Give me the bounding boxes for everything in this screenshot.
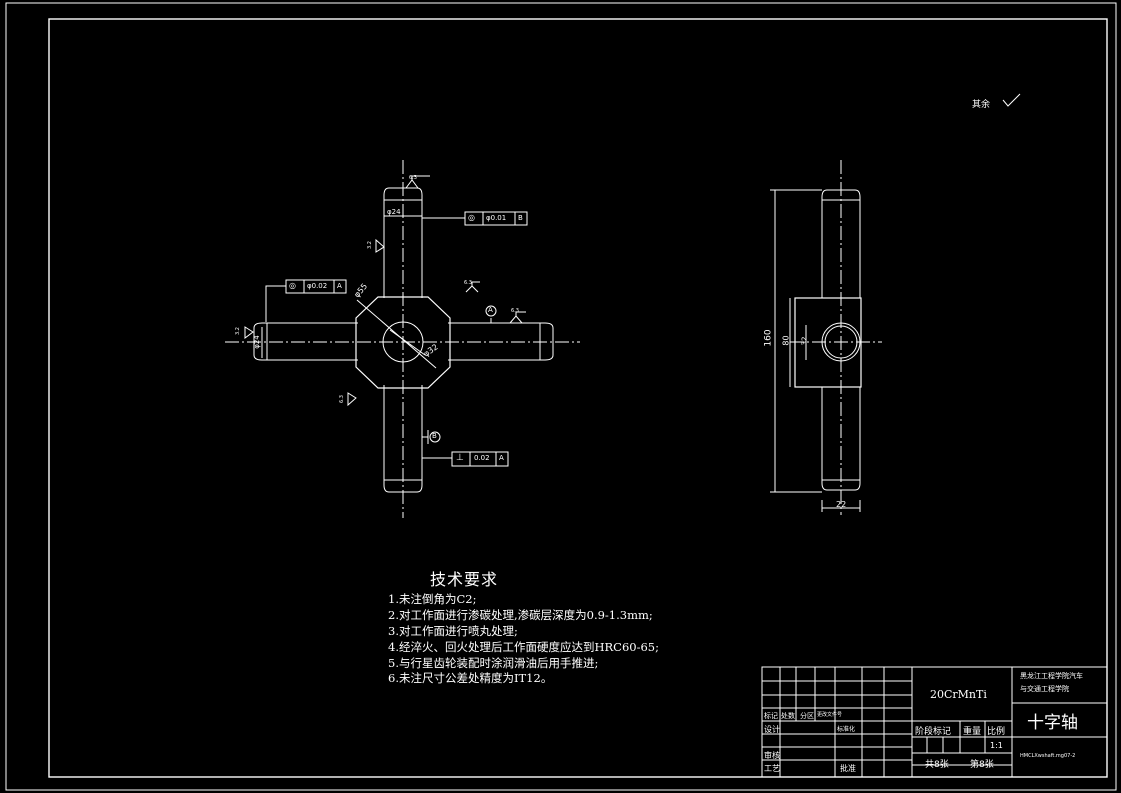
outer-border: [5, 2, 1117, 791]
mark-header: 标记: [764, 712, 778, 720]
tol-bottom-symbol: ⊥: [456, 453, 464, 463]
datum-b-label: B: [432, 432, 437, 440]
roughness-value: 6.3: [409, 175, 417, 181]
tol-top-datum: B: [518, 214, 523, 222]
tech-req-item: 2.对工作面进行渗碳处理,渗碳层深度为0.9-1.3mm;: [388, 608, 653, 622]
tol-top-symbol: ◎: [468, 213, 475, 222]
dim-hole: 32: [800, 336, 809, 346]
material-label: 20CrMnTi: [930, 688, 987, 701]
ratio-header: 比例: [987, 727, 1006, 737]
tech-req-item: 4.经淬火、回火处理后工作面硬度应达到HRC60-65;: [388, 640, 659, 654]
tol-left-datum: A: [337, 282, 342, 290]
sheet-number: 第8张: [970, 760, 994, 770]
design-label: 设计: [764, 725, 780, 734]
change-doc-header: 更改文件号: [817, 712, 843, 718]
count-header: 处数: [781, 712, 795, 720]
roughness-value: 3.2: [366, 241, 373, 249]
drawing-number: HMCLXwshaft.mg07-2: [1020, 753, 1076, 759]
tech-req-item: 6.未注尺寸公差处精度为IT12。: [388, 671, 553, 685]
weight-header: 重量: [963, 727, 982, 737]
side-view: [770, 160, 882, 515]
tech-req-title: 技术要求: [430, 570, 499, 589]
dim-left-shaft-diameter: φ24: [252, 335, 261, 349]
tol-bottom-datum: A: [499, 454, 504, 462]
school-line-2: 与交通工程学院: [1020, 685, 1069, 693]
front-view: [225, 93, 1021, 518]
tolerance-frame-bottom: [451, 451, 509, 467]
tol-top-value: φ0.01: [486, 214, 507, 222]
stage-mark-header: 阶段标记: [915, 727, 952, 737]
school-line-1: 黑龙江工程学院汽车: [1020, 672, 1083, 680]
tech-req-item: 5.与行星齿轮装配时涂润滑油后用手推进;: [388, 656, 599, 670]
roughness-value: 6.3: [511, 308, 519, 314]
tol-left-value: φ0.02: [307, 282, 328, 290]
dim-total-length: 160: [763, 329, 774, 347]
scale-value: 1:1: [990, 741, 1003, 750]
approve-label: 批准: [840, 764, 856, 773]
tol-bottom-value: 0.02: [474, 454, 490, 462]
dim-width: 22: [836, 500, 847, 509]
sheet-total: 共8张: [925, 760, 949, 770]
part-name: 十字轴: [1027, 713, 1078, 733]
tech-req-item: 3.对工作面进行喷丸处理;: [388, 624, 518, 638]
roughness-value: 3.2: [234, 327, 241, 335]
zone-header: 分区: [800, 712, 814, 720]
standard-label: 标准化: [837, 726, 856, 733]
process-label: 工艺: [764, 764, 780, 773]
roughness-note: 其余: [972, 100, 991, 110]
review-label: 审核: [764, 751, 780, 760]
dim-shaft-diameter: φ24: [387, 208, 401, 216]
tech-req-item: 1.未注倒角为C2;: [388, 592, 477, 606]
title-block: [761, 666, 1108, 778]
roughness-value: 6.3: [338, 395, 345, 403]
tolerance-frame-top: [464, 211, 528, 226]
tol-left-symbol: ◎: [289, 281, 296, 290]
inner-border: [48, 18, 1108, 778]
tolerance-frame-left: [285, 279, 347, 294]
roughness-value: 6.3: [464, 280, 472, 286]
dim-boss-length: 80: [781, 335, 791, 346]
datum-a-label: A: [488, 306, 493, 314]
